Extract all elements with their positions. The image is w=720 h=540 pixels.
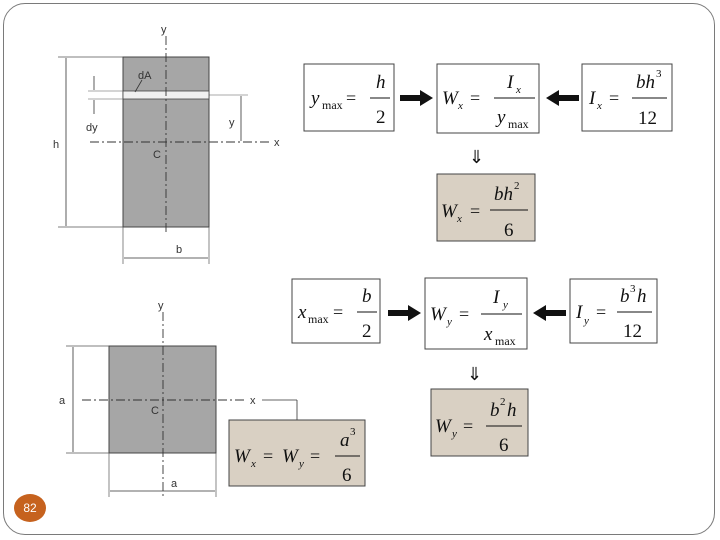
formula-square-result: W x = W y = a 3 6	[228, 419, 366, 487]
label-b: b	[176, 244, 182, 256]
dA-leader	[134, 79, 143, 93]
svg-text:2: 2	[362, 321, 372, 342]
svg-text:=: =	[609, 88, 619, 108]
svg-text:h: h	[376, 72, 386, 93]
svg-text:y: y	[583, 315, 589, 327]
svg-text:h: h	[637, 286, 647, 307]
svg-text:a: a	[340, 430, 350, 451]
svg-text:bh: bh	[636, 72, 655, 93]
svg-text:x: x	[456, 213, 462, 225]
svg-text:max: max	[508, 117, 529, 131]
svg-text:=: =	[333, 302, 343, 322]
svg-text:2: 2	[376, 107, 386, 128]
label-x-axis-bottom: x	[250, 395, 256, 407]
formula-iy: I y = b 3 h 12	[569, 278, 658, 344]
svg-text:6: 6	[342, 465, 352, 486]
arrow-left-icon	[546, 90, 559, 106]
svg-text:12: 12	[623, 321, 642, 342]
svg-text:h: h	[507, 400, 517, 421]
svg-text:max: max	[308, 312, 329, 326]
svg-text:=: =	[310, 446, 320, 466]
formula-wx: W x = I x y max	[436, 63, 540, 134]
svg-text:I: I	[575, 302, 584, 323]
formula-ix: I x = bh 3 12	[581, 63, 673, 132]
svg-text:I: I	[588, 88, 597, 109]
svg-text:x: x	[297, 302, 307, 323]
svg-text:y: y	[502, 299, 508, 311]
label-dy: dy	[86, 122, 98, 134]
svg-text:6: 6	[499, 435, 509, 456]
svg-text:=: =	[459, 304, 469, 324]
svg-text:max: max	[495, 334, 516, 348]
label-y-distance: y	[229, 117, 235, 129]
svg-text:W: W	[430, 304, 448, 325]
label-dA: dA	[138, 70, 152, 82]
svg-text:y: y	[446, 316, 452, 328]
svg-text:x: x	[596, 100, 602, 112]
top-arrows: ⇓	[400, 90, 579, 167]
formula-wx-result: W x = bh 2 6	[436, 173, 536, 242]
svg-text:b: b	[620, 286, 630, 307]
label-h: h	[53, 139, 59, 151]
svg-text:6: 6	[504, 220, 514, 241]
svg-text:=: =	[470, 201, 480, 221]
down-arrow-icon-2: ⇓	[467, 364, 482, 384]
svg-text:=: =	[346, 88, 356, 108]
svg-text:b: b	[490, 400, 500, 421]
svg-text:y: y	[309, 88, 320, 109]
svg-text:3: 3	[630, 283, 636, 295]
svg-text:W: W	[442, 88, 460, 109]
svg-text:W: W	[441, 201, 459, 222]
svg-text:I: I	[506, 72, 515, 93]
arrow-right-icon	[420, 90, 433, 106]
square-cross-section	[108, 345, 217, 454]
svg-text:3: 3	[656, 68, 662, 80]
svg-text:x: x	[250, 458, 256, 470]
svg-text:x: x	[457, 100, 463, 112]
svg-text:W: W	[234, 446, 252, 467]
svg-text:y: y	[298, 458, 304, 470]
slide-frame	[3, 3, 715, 535]
svg-text:x: x	[483, 324, 493, 345]
svg-text:y: y	[451, 428, 457, 440]
svg-text:I: I	[492, 287, 501, 308]
svg-text:=: =	[263, 446, 273, 466]
svg-text:y: y	[495, 107, 506, 128]
svg-text:=: =	[463, 416, 473, 436]
formula-xmax: x max = b 2	[291, 278, 381, 344]
svg-text:12: 12	[638, 108, 657, 129]
label-y-axis-bottom: y	[158, 300, 164, 312]
svg-text:W: W	[282, 446, 300, 467]
label-centroid-bottom: C	[151, 405, 159, 417]
label-a-bottom: a	[171, 478, 178, 490]
label-a-left: a	[59, 395, 66, 407]
label-y-axis: y	[161, 24, 167, 36]
page-number-badge: 82	[14, 494, 46, 522]
svg-text:max: max	[322, 98, 343, 112]
svg-text:=: =	[470, 88, 480, 108]
svg-text:W: W	[435, 416, 453, 437]
formula-wy: W y = I y x max	[424, 277, 528, 350]
down-arrow-icon: ⇓	[469, 147, 484, 167]
label-x-axis: x	[274, 137, 280, 149]
square-section-bottom: y x a C a	[59, 300, 298, 498]
formula-ymax: y max = h 2	[303, 63, 395, 132]
svg-text:3: 3	[350, 426, 356, 438]
rect-section-top: y x dA dy y h C b	[53, 24, 280, 264]
formula-wy-result: W y = b 2 h 6	[430, 388, 529, 457]
bottom-arrows: ⇓	[388, 305, 566, 384]
svg-text:=: =	[596, 302, 606, 322]
svg-text:2: 2	[500, 396, 506, 408]
svg-text:2: 2	[514, 180, 520, 192]
svg-text:b: b	[362, 286, 372, 307]
svg-text:x: x	[515, 84, 521, 96]
svg-text:bh: bh	[494, 184, 513, 205]
arrow-left-icon-2	[533, 305, 546, 321]
label-centroid: C	[153, 149, 161, 161]
arrow-right-icon-2	[408, 305, 421, 321]
